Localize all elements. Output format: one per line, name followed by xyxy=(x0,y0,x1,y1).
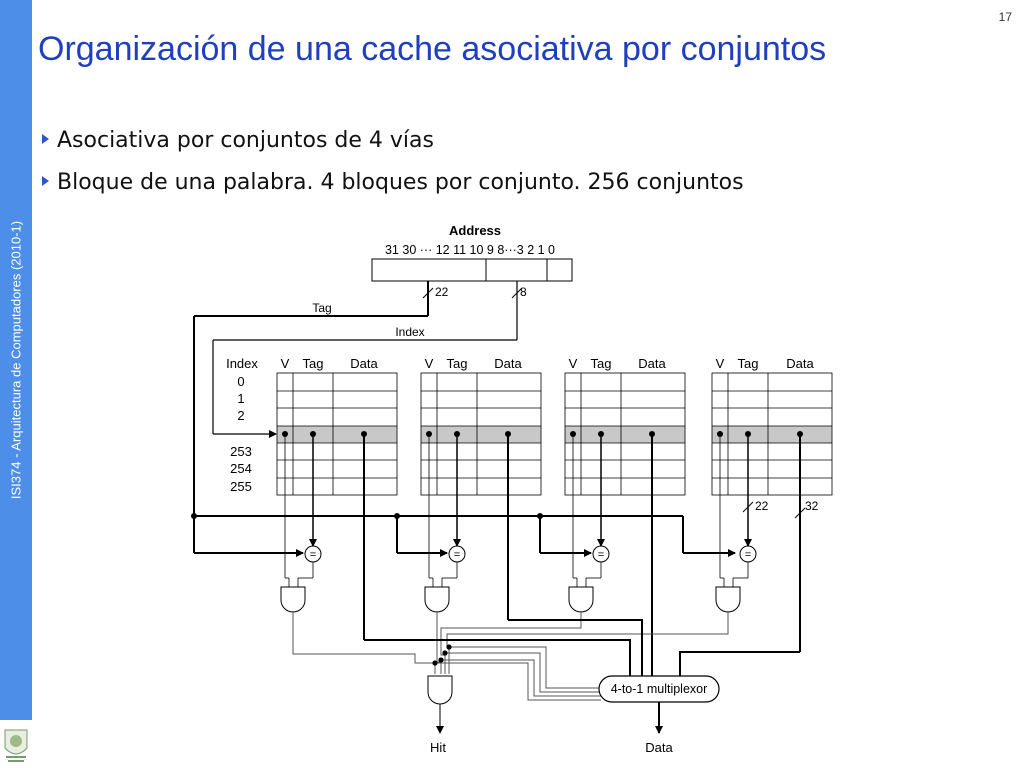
cache-way-2: V Tag Data = xyxy=(564,356,686,672)
cache-way-0: V Tag Data = xyxy=(276,356,398,640)
bullet-list: Asociativa por conjuntos de 4 vías Bloqu… xyxy=(42,125,744,209)
cache-way-1: V Tag Data = xyxy=(420,356,542,620)
column-header-data: Data xyxy=(494,356,522,371)
column-header-v: V xyxy=(716,356,725,371)
data-buses xyxy=(364,619,800,676)
comparator-symbol: = xyxy=(745,549,751,561)
or-gate xyxy=(427,675,453,705)
column-header-tag: Tag xyxy=(303,356,324,371)
column-header-data: Data xyxy=(350,356,378,371)
bullet-item: Bloque de una palabra. 4 bloques por con… xyxy=(42,167,744,209)
comparator-symbol: = xyxy=(454,549,460,561)
column-header-v: V xyxy=(425,356,434,371)
mux-select-wires xyxy=(435,646,601,701)
tag-bus-slash xyxy=(422,287,434,299)
index-width-label: 8 xyxy=(520,285,527,299)
cache-way-3: V Tag Data 22 32 = xyxy=(711,356,833,652)
bullet-arrow-icon xyxy=(42,176,49,186)
university-logo xyxy=(4,729,28,762)
multiplexor-label: 4-to-1 multiplexor xyxy=(611,682,708,696)
or-input-dots xyxy=(432,644,452,666)
junction-dots xyxy=(191,513,543,519)
tag-bus xyxy=(193,281,736,557)
index-label: Index xyxy=(395,325,424,339)
sidebar-band: ISI374 - Arquitectura de Computadores (2… xyxy=(0,0,32,720)
bullet-arrow-icon xyxy=(42,134,49,144)
address-register xyxy=(371,258,573,282)
row-label: 1 xyxy=(237,391,244,406)
row-label: 2 xyxy=(237,408,244,423)
row-label: 253 xyxy=(230,444,252,459)
data-output-label: Data xyxy=(645,740,673,755)
column-header-tag: Tag xyxy=(447,356,468,371)
row-index-labels: Index 0 1 2 253 254 255 xyxy=(226,356,258,494)
comparator-symbol: = xyxy=(598,549,604,561)
data-bus-width: 32 xyxy=(805,499,819,513)
column-header-tag: Tag xyxy=(591,356,612,371)
tag-label: Tag xyxy=(312,301,331,315)
index-bus xyxy=(212,281,518,438)
column-header-tag: Tag xyxy=(738,356,759,371)
page-number: 17 xyxy=(998,10,1012,24)
index-bus-slash xyxy=(511,287,523,299)
address-bit-numbers: 31 30 ··· 12 11 10 9 8···3 2 1 0 xyxy=(385,243,555,257)
column-header-data: Data xyxy=(786,356,814,371)
address-label: Address xyxy=(449,223,501,238)
comparator-symbol: = xyxy=(310,549,316,561)
row-label: 254 xyxy=(230,461,252,476)
tag-width-label: 22 xyxy=(435,285,449,299)
column-header-v: V xyxy=(281,356,290,371)
row-label: 255 xyxy=(230,479,252,494)
index-column-header: Index xyxy=(226,356,258,371)
slide-title: Organización de una cache asociativa por… xyxy=(38,30,827,68)
row-label: 0 xyxy=(237,374,244,389)
bullet-item: Asociativa por conjuntos de 4 vías xyxy=(42,125,744,167)
hit-output-label: Hit xyxy=(430,740,446,755)
column-header-data: Data xyxy=(638,356,666,371)
column-header-v: V xyxy=(569,356,578,371)
tag-bus-width: 22 xyxy=(755,499,769,513)
